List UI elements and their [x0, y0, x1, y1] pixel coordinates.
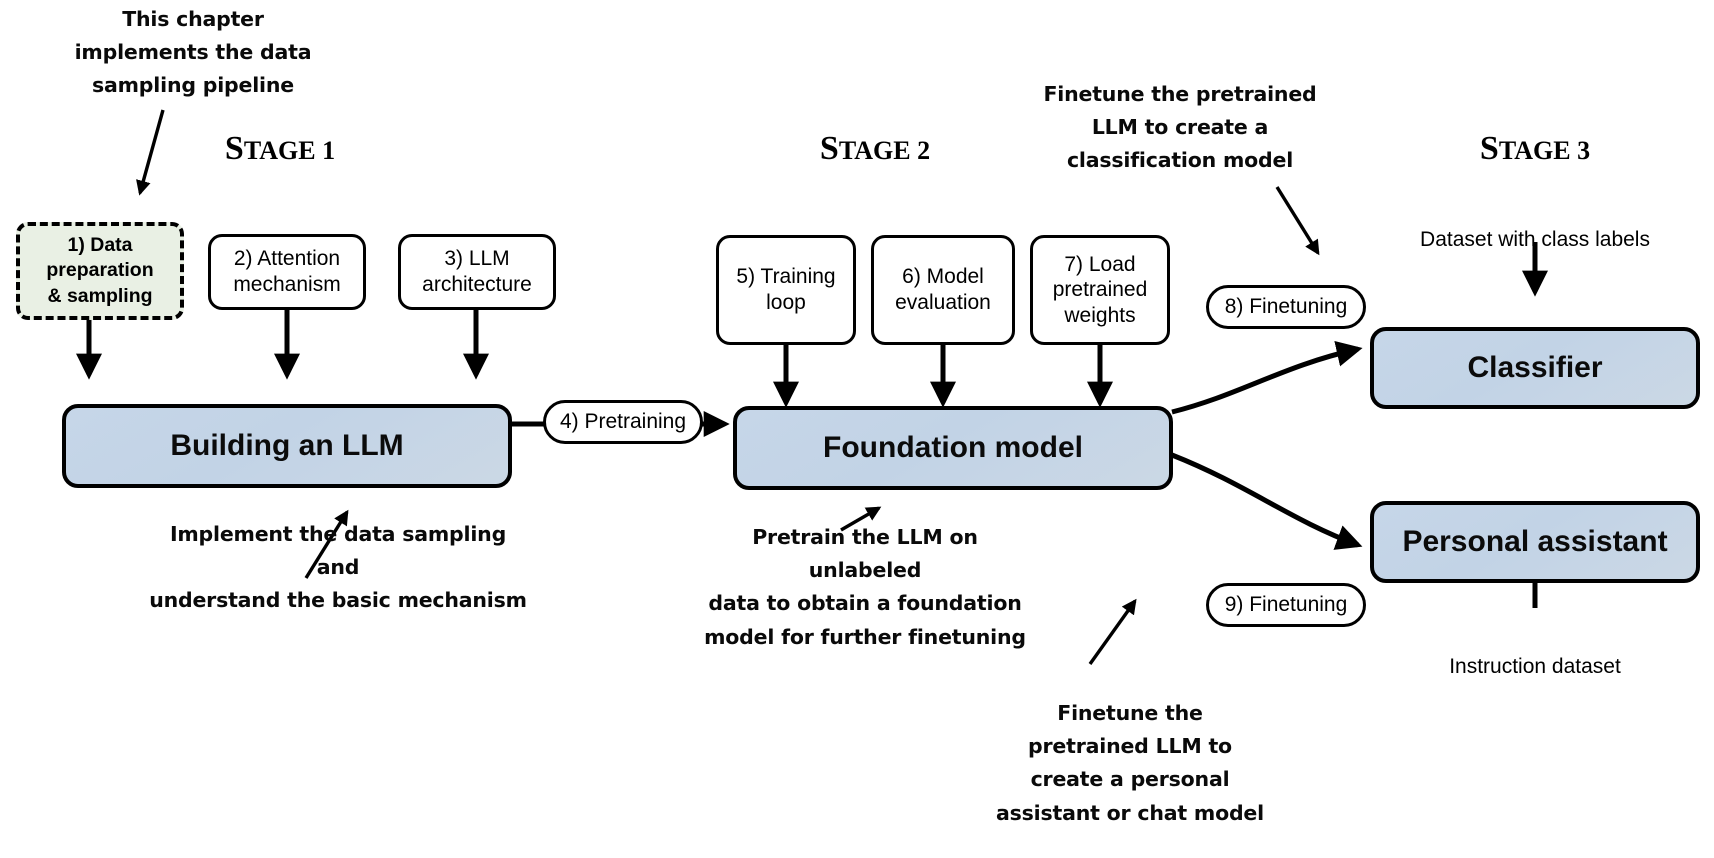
arrow-foundation-to-classifier	[1171, 340, 1363, 415]
callout-classification-note: Finetune the pretrained LLM to create a …	[1043, 82, 1317, 173]
stage-3-rest: TAGE 3	[1498, 136, 1591, 165]
callout-assistant-note: Finetune the pretrained LLM to create a …	[996, 701, 1264, 825]
topic-box-load-pretrained-weights[interactable]: 7) Load pretrained weights	[1030, 235, 1170, 345]
arrow-note-to-pill8	[1275, 186, 1320, 256]
stage-1-heading: STAGE 1	[185, 130, 375, 168]
arrow-chapter-note-to-box1	[136, 109, 165, 196]
stage-1-rest: TAGE 1	[243, 136, 336, 165]
topic-box-training-loop[interactable]: 5) Training loop	[716, 235, 856, 345]
bigbox-personal-assistant[interactable]: Personal assistant	[1370, 501, 1700, 583]
stage-2-rest: TAGE 2	[838, 136, 931, 165]
topic-box-attention-mechanism[interactable]: 2) Attention mechanism	[208, 234, 366, 310]
pill-finetuning-classifier[interactable]: 8) Finetuning	[1206, 285, 1366, 329]
pill-finetuning-assistant[interactable]: 9) Finetuning	[1206, 583, 1366, 627]
arrow-note-to-pill9	[1088, 598, 1137, 665]
bigbox-classifier[interactable]: Classifier	[1370, 327, 1700, 409]
pill-pretraining[interactable]: 4) Pretraining	[543, 400, 703, 444]
stage-1-prefix: S	[224, 130, 244, 167]
topic-box-data-preparation[interactable]: 1) Data preparation & sampling	[16, 222, 184, 320]
bigbox-building-an-llm[interactable]: Building an LLM	[62, 404, 512, 488]
bigbox-foundation-model[interactable]: Foundation model	[733, 406, 1173, 490]
stage-3-prefix: S	[1479, 130, 1499, 167]
callout-pretrain-note: Pretrain the LLM on unlabeled data to ob…	[704, 525, 1026, 649]
callout-chapter-note: This chapter implements the data samplin…	[74, 7, 312, 98]
callout-building-note: Implement the data sampling and understa…	[149, 522, 527, 613]
stage-2-prefix: S	[819, 130, 839, 167]
caption-instruction-dataset: Instruction dataset	[1449, 655, 1621, 678]
topic-box-model-evaluation[interactable]: 6) Model evaluation	[871, 235, 1015, 345]
caption-dataset-class-labels: Dataset with class labels	[1420, 228, 1650, 251]
topic-box-llm-architecture[interactable]: 3) LLM architecture	[398, 234, 556, 310]
arrow-foundation-to-assistant	[1171, 452, 1363, 550]
stage-3-heading: STAGE 3	[1440, 130, 1630, 168]
stage-2-heading: STAGE 2	[780, 130, 970, 168]
